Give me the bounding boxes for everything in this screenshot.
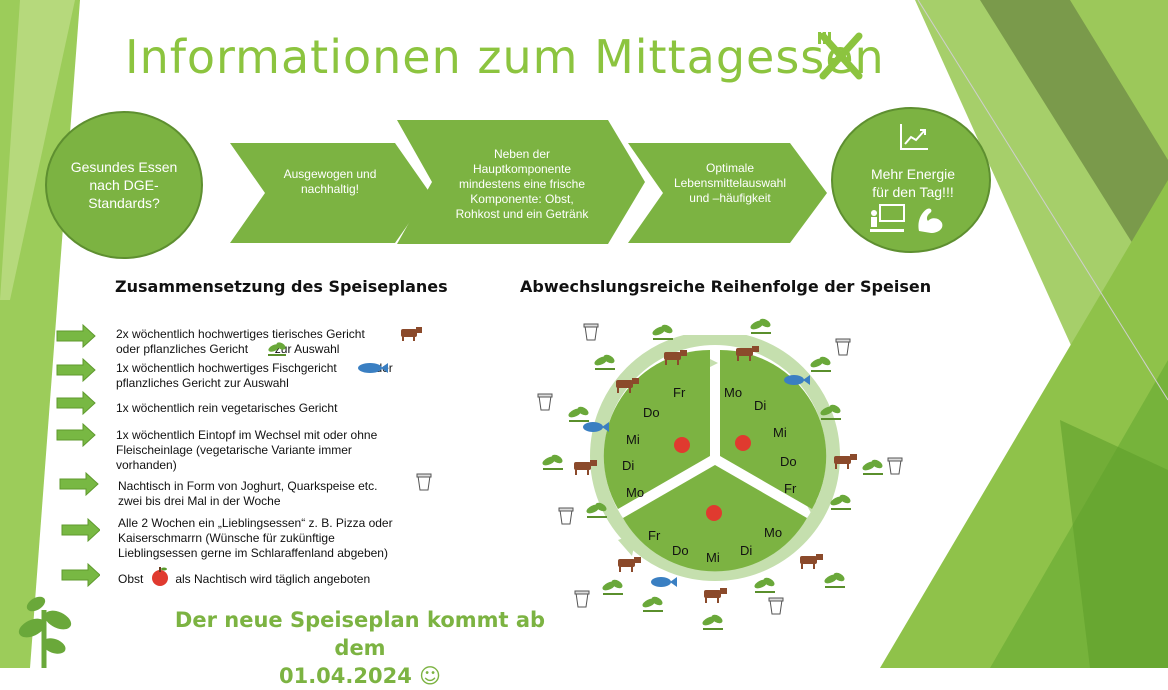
left-day-5: Mo: [626, 485, 645, 500]
composition-heading: Zusammensetzung des Speiseplanes: [115, 277, 448, 296]
footer-note: Der neue Speiseplan kommt ab dem 01.04.2…: [174, 608, 546, 688]
bottom-day-4: Di: [740, 543, 753, 558]
bottom-day-3: Mi: [706, 550, 720, 565]
cow-icon: [700, 586, 728, 609]
rotation-heading: Abwechslungsreiche Reihenfolge der Speis…: [520, 277, 932, 296]
cow-icon: [796, 552, 824, 575]
plant-icon: [592, 352, 618, 377]
composition-item-4: 1x wöchentlich Eintopf im Wechsel mit od…: [116, 428, 378, 472]
yogurt-icon: [767, 596, 785, 627]
muscle-icon: [918, 208, 943, 233]
flow-end: Mehr Energie für den Tag!!!: [870, 166, 956, 200]
fish-icon: [358, 363, 388, 373]
teacher-icon: [870, 204, 905, 232]
flow-diagram: [45, 107, 991, 259]
plant-icon: [584, 500, 610, 525]
cow-icon: [614, 555, 642, 578]
cow-icon: [660, 348, 688, 371]
composition-arrows: [56, 323, 100, 588]
right-day-3: Mi: [773, 425, 787, 440]
plant-icon: [700, 612, 726, 637]
composition-item-2: 1x wöchentlich hochwertiges Fischgericht…: [116, 361, 393, 390]
left-day-1: Fr: [673, 385, 686, 400]
bottom-day-5: Mo: [764, 525, 783, 540]
plant-icon: [640, 594, 666, 619]
right-day-2: Di: [754, 398, 767, 413]
yogurt-icon: [582, 322, 600, 353]
left-day-2: Do: [643, 405, 660, 420]
plant-icon: [808, 354, 834, 379]
plant-icon: [600, 577, 626, 602]
plant-icon: [822, 570, 848, 595]
flow-start: Gesundes Essen nach DGE-Standards?: [70, 159, 178, 211]
cow-icon: [830, 452, 858, 475]
yogurt-icon: [834, 337, 852, 368]
composition-item-1: 2x wöchentlich hochwertiges tierisches G…: [116, 327, 365, 356]
plant-icon: [860, 457, 886, 482]
composition-item-3: 1x wöchentlich rein vegetarisches Gerich…: [116, 401, 338, 415]
fish-icon: [582, 420, 610, 438]
seedling-icon: [18, 596, 72, 668]
plant-icon: [566, 404, 592, 429]
yogurt-icon: [536, 392, 554, 423]
plant-icon: [650, 322, 676, 347]
yogurt-icon: [886, 456, 904, 487]
flow-step-2: Neben der Hauptkomponente mindestens ein…: [455, 146, 589, 221]
chart-up-icon: [900, 124, 928, 150]
right-day-1: Mo: [724, 385, 743, 400]
cutlery-icon: [818, 32, 863, 80]
left-day-4: Di: [622, 458, 635, 473]
cow-icon: [612, 376, 640, 399]
left-day-3: Mi: [626, 432, 640, 447]
background-decoration: [0, 0, 1168, 668]
plant-icon: [752, 575, 778, 600]
fish-icon: [783, 373, 811, 391]
yogurt-icon: [573, 589, 591, 620]
yogurt-icon: [557, 506, 575, 537]
yogurt-icon: [416, 473, 432, 491]
plant-icon: [818, 402, 844, 427]
flow-step-3: Optimale Lebensmittelauswahl und –häufig…: [673, 160, 787, 205]
flow-step-1: Ausgewogen und nachhaltig!: [283, 167, 377, 196]
plant-icon: [828, 492, 854, 517]
composition-item-5: Nachtisch in Form von Joghurt, Quarkspei…: [118, 479, 378, 508]
page-title: Informationen zum Mittagessen: [125, 30, 885, 84]
cow-icon: [401, 327, 422, 341]
bottom-day-1: Fr: [648, 528, 661, 543]
apple-icon: [152, 567, 168, 586]
bottom-day-2: Do: [672, 543, 689, 558]
right-day-5: Fr: [784, 481, 797, 496]
cow-icon: [732, 344, 760, 367]
fish-icon: [650, 575, 678, 593]
composition-item-6: Alle 2 Wochen ein „Lieblingsessen“ z. B.…: [118, 516, 393, 560]
cow-icon: [570, 458, 598, 481]
plant-icon: [748, 316, 774, 341]
plant-icon: [540, 452, 566, 477]
right-day-4: Do: [780, 454, 797, 469]
plant-icon: [268, 342, 286, 356]
